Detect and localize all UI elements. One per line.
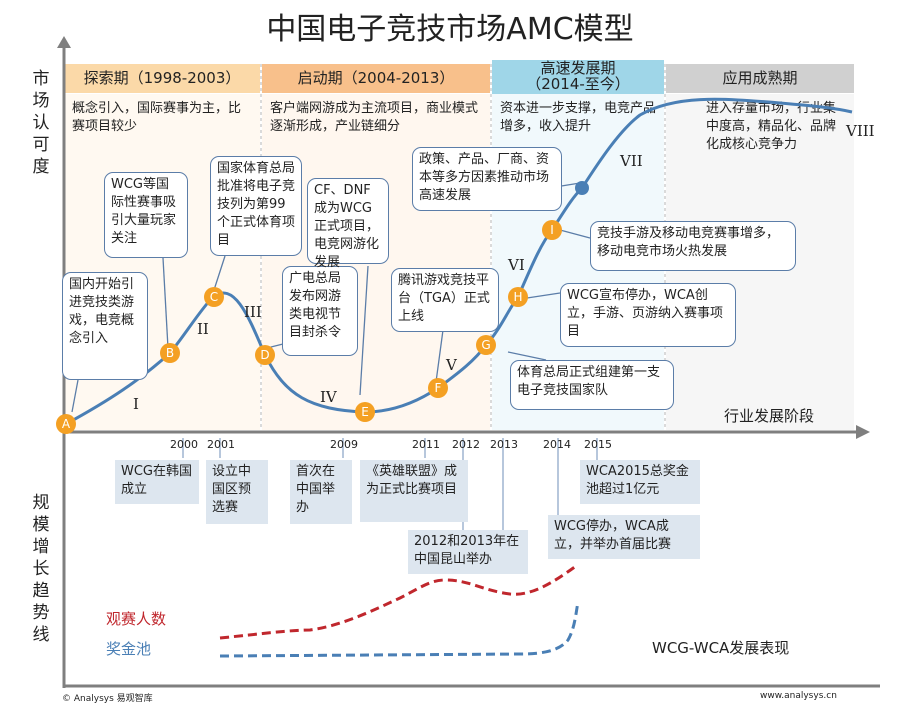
- callout-b: WCG等国际性赛事吸引大量玩家关注: [104, 172, 188, 258]
- legend-viewers: 观赛人数: [106, 610, 167, 628]
- phase-desc-rapid-growth: 资本进一步支撑，电竞产品增多，收入提升: [500, 101, 657, 134]
- phase-desc-exploration: 概念引入，国际赛事为主，比赛项目较少: [72, 101, 242, 134]
- year-2013: 2013: [490, 438, 518, 451]
- callout-g: 政策、产品、厂商、资本等多方因素推动市场高速发展: [412, 147, 562, 211]
- event-2001: 设立中国区预选赛: [206, 460, 268, 524]
- y-bottom-char: 模: [32, 515, 50, 535]
- stage-roman-3: III: [244, 303, 262, 321]
- bottom-section-label: WCG-WCA发展表现: [652, 639, 790, 657]
- footer-copyright: © Analysys 易观智库: [62, 694, 153, 704]
- y-bottom-char: 趋: [32, 581, 50, 601]
- callout-i: 竞技手游及移动电竞赛事增多，移动电竞市场火热发展: [590, 221, 796, 271]
- stage-roman-8: VIII: [846, 122, 875, 140]
- stage-roman-2: II: [197, 320, 209, 338]
- y-top-char: 市: [32, 69, 50, 89]
- curve-point-a: A: [56, 414, 76, 434]
- curve-point-e: E: [355, 402, 375, 422]
- phase-desc-maturity: 进入存量市场，行业集中度高，精品化、品牌化成核心竞争力: [706, 101, 837, 152]
- marker-vii-dot: [575, 181, 589, 195]
- y-bottom-char: 势: [32, 603, 50, 623]
- year-2001: 2001: [207, 438, 235, 451]
- event-2011: 《英雄联盟》成为正式比赛项目: [360, 460, 468, 522]
- phase-header-startup: 启动期（2004-2013）: [262, 64, 490, 93]
- stage-roman-1: I: [133, 395, 139, 413]
- year-2012: 2012: [452, 438, 480, 451]
- callout-a: 国内开始引进竞技类游戏，电竞概念引入: [62, 272, 148, 380]
- stage-roman-4: IV: [320, 388, 337, 406]
- phase-header-rapid-growth: 高速发展期 （2014-至今）: [492, 60, 664, 94]
- y-axis-label-bottom: 规 模 增 长 趋 势 线: [30, 492, 52, 646]
- stage-roman-5: V: [446, 356, 457, 374]
- phase-header-rapid-growth-line1: 高速发展期: [540, 59, 616, 77]
- callout-h: WCG宣布停办，WCA创立，手游、页游纳入赛事项目: [560, 283, 736, 347]
- y-top-char: 度: [32, 157, 50, 177]
- year-2014: 2014: [543, 438, 571, 451]
- callout-f: 腾讯游戏竞技平台（TGA）正式上线: [391, 268, 499, 332]
- footer-url: www.analysys.cn: [760, 691, 837, 701]
- prize-trend-line: [219, 601, 580, 658]
- curve-point-f: F: [428, 378, 448, 398]
- curve-point-i: I: [542, 220, 562, 240]
- y-top-char: 认: [32, 113, 50, 133]
- y-bottom-char: 增: [32, 537, 50, 557]
- y-bottom-char: 长: [32, 559, 50, 579]
- phase-desc-startup: 客户端网游成为主流项目，商业模式逐渐形成，产业链细分: [270, 101, 479, 134]
- callout-e: CF、DNF成为WCG正式项目，电竞网游化发展: [307, 178, 389, 270]
- event-2012-2013: 2012和2013年在中国昆山举办: [408, 530, 528, 574]
- stage-axis-label: 行业发展阶段: [724, 407, 815, 425]
- event-2000: WCG在韩国成立: [115, 460, 199, 504]
- curve-point-d: D: [255, 345, 275, 365]
- y-bottom-char: 规: [32, 493, 50, 513]
- y-top-char: 场: [32, 91, 50, 111]
- callout-c: 国家体育总局批准将电子竞技列为第99个正式体育项目: [210, 156, 302, 256]
- year-2009: 2009: [330, 438, 358, 451]
- phase-header-rapid-growth-line2: （2014-至今）: [526, 75, 630, 93]
- curve-point-b: B: [160, 343, 180, 363]
- y-top-char: 可: [32, 135, 50, 155]
- phase-header-exploration: 探索期（1998-2003）: [64, 64, 260, 93]
- curve-point-g: G: [476, 335, 496, 355]
- stage-roman-6: VI: [508, 256, 525, 274]
- event-2014: WCG停办，WCA成立，并举办首届比赛: [548, 515, 700, 559]
- year-2000: 2000: [170, 438, 198, 451]
- page-title: 中国电子竞技市场AMC模型: [266, 12, 634, 47]
- curve-point-h: H: [508, 287, 528, 307]
- stage-roman-7: VII: [620, 152, 643, 170]
- event-2009: 首次在中国举办: [290, 460, 352, 524]
- year-2015: 2015: [584, 438, 612, 451]
- y-axis-label-top: 市 场 认 可 度: [30, 68, 52, 178]
- phase-header-maturity: 应用成熟期: [666, 64, 854, 93]
- callout-j: 体育总局正式组建第一支电子竞技国家队: [510, 360, 674, 410]
- legend-prize-pool: 奖金池: [106, 640, 152, 658]
- year-2011: 2011: [412, 438, 440, 451]
- y-bottom-char: 线: [32, 625, 50, 645]
- callout-d: 广电总局发布网游类电视节目封杀令: [282, 266, 358, 356]
- viewers-trend-line: [219, 564, 577, 640]
- event-2015: WCA2015总奖金池超过1亿元: [580, 460, 700, 504]
- curve-point-c: C: [204, 287, 224, 307]
